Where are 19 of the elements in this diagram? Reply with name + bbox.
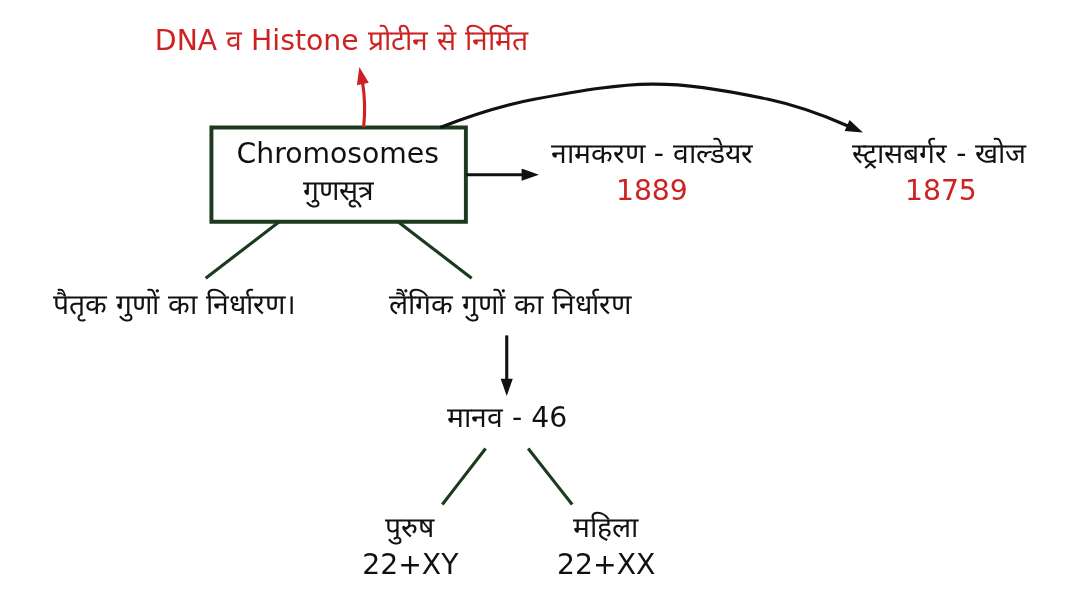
arrow	[356, 67, 369, 128]
connector	[440, 447, 487, 506]
node-text: मानव - 46	[446, 400, 567, 434]
node-label: 1889	[615, 174, 688, 208]
node-text: DNA व Histone प्रोटीन से निर्मित	[154, 23, 528, 57]
arrow	[465, 168, 539, 181]
connector	[396, 220, 473, 280]
node-text: नामकरण - वाल्डेयर	[550, 136, 753, 170]
node-text: महिला 22+XX	[556, 510, 655, 582]
connector	[204, 220, 280, 280]
node-label: 1875	[904, 174, 977, 208]
node-text: लैंगिक गुणों का निर्धारण	[388, 287, 631, 321]
arrow	[500, 335, 513, 397]
node-text: स्ट्रासबर्गर - खोज	[851, 136, 1026, 170]
node-text: पुरुष 22+XY	[361, 510, 458, 582]
connector	[526, 447, 573, 506]
arrow	[439, 82, 863, 133]
node-box: Chromosomes गुणसूत्र	[208, 125, 468, 224]
node-text: पैतृक गुणों का निर्धारण।	[52, 287, 296, 321]
